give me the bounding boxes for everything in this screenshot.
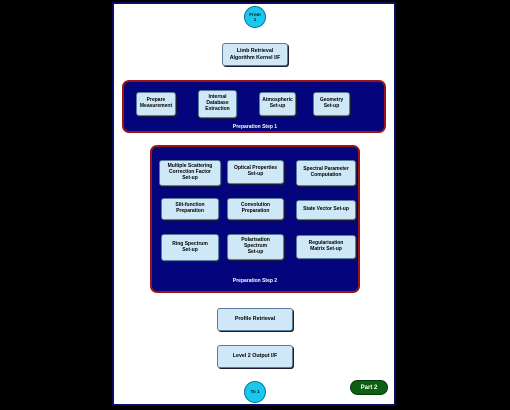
preparation-step-2-label: Preparation Step 2	[232, 278, 278, 284]
profile-retrieval-node: Profile Retrieval	[217, 308, 293, 331]
convolution-preparation-node: Convolution Preparation	[227, 198, 284, 220]
polarisation-spectrum-setup-node: Polarisation Spectrum Set-up	[227, 234, 284, 260]
multiple-scattering-setup-node: Multiple Scattering Correction Factor Se…	[159, 160, 221, 186]
spectral-parameter-computation-node: Spectral Parameter Computation	[296, 160, 356, 186]
limb-retrieval-kernel-node: Limb Retrieval Algorithm Kernel I/F	[222, 43, 288, 66]
internal-database-extraction-node: Internal Database Extraction	[198, 90, 237, 118]
to-1-connector: To 1	[244, 381, 266, 403]
preparation-step-1-label: Preparation Step 1	[232, 124, 278, 130]
from-1-label: From 1	[249, 11, 261, 22]
optical-properties-setup-node: Optical Properties Set-up	[227, 160, 284, 184]
part-2-badge: Part 2	[350, 380, 388, 395]
ring-spectrum-setup-node: Ring Spectrum Set-up	[161, 234, 219, 261]
to-1-label: To 1	[250, 389, 260, 395]
atmospheric-setup-node: Atmospheric Set-up	[259, 92, 296, 116]
regularisation-matrix-setup-node: Regularisation Matrix Set-up	[296, 235, 356, 259]
from-1-connector: From 1	[244, 6, 266, 28]
level-2-output-node: Level 2 Output I/F	[217, 345, 293, 368]
state-vector-setup-node: State Vector Set-up	[296, 200, 356, 220]
geometry-setup-node: Geometry Set-up	[313, 92, 350, 116]
slit-function-preparation-node: Slit-function Preparation	[161, 198, 219, 220]
prepare-measurement-node: Prepare Measurement	[136, 92, 176, 116]
part-2-label: Part 2	[360, 384, 378, 391]
